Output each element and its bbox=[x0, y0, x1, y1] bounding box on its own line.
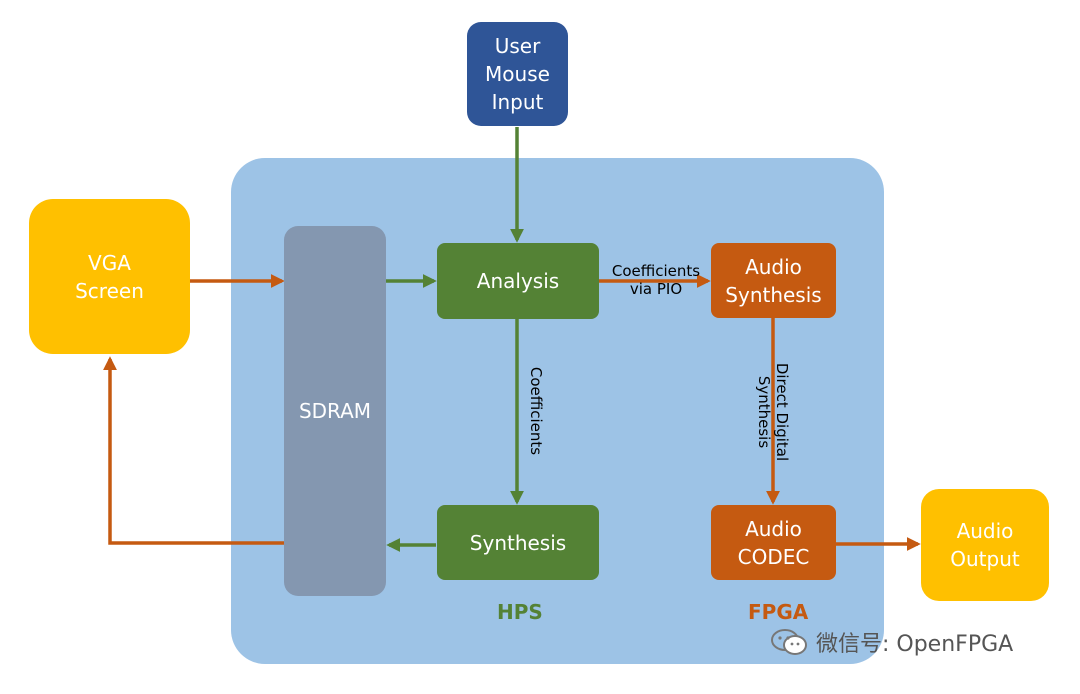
user-mouse-input-node: User Mouse Input bbox=[467, 22, 568, 126]
fpga-region-label: FPGA bbox=[748, 600, 809, 624]
coefficients-label: Coefficients bbox=[527, 366, 545, 456]
audio-codec-node: Audio CODEC bbox=[711, 505, 836, 580]
audio-synthesis-node: Audio Synthesis bbox=[711, 243, 836, 318]
watermark: 微信号: OpenFPGA bbox=[770, 626, 1013, 658]
vga-screen-node: VGA Screen bbox=[29, 199, 190, 354]
wechat-icon bbox=[770, 627, 808, 657]
synthesis-node: Synthesis bbox=[437, 505, 599, 580]
direct-digital-synthesis-label: Direct Digital Synthesis bbox=[755, 362, 791, 462]
arrow-sdram-to-vga bbox=[103, 356, 284, 545]
hps-region-label: HPS bbox=[497, 600, 543, 624]
watermark-text: 微信号: OpenFPGA bbox=[816, 632, 1014, 657]
audio-output-node: Audio Output bbox=[921, 489, 1049, 601]
sdram-node: SDRAM bbox=[284, 226, 386, 596]
analysis-node: Analysis bbox=[437, 243, 599, 319]
coefficients-via-pio-label: Coefficients via PIO bbox=[611, 262, 701, 298]
